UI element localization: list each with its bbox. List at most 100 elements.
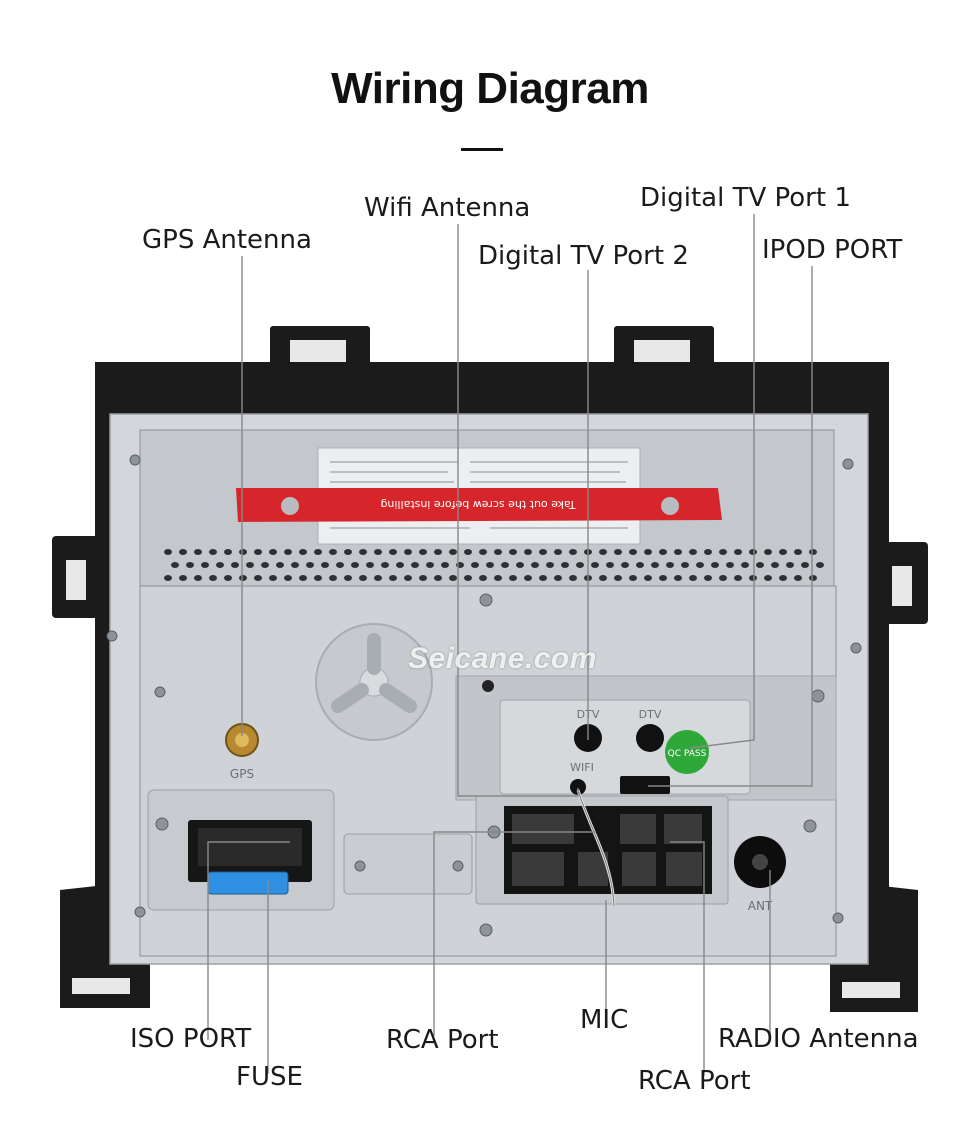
vent-hole [711, 562, 719, 568]
vent-hole [201, 562, 209, 568]
vent-hole [299, 575, 307, 581]
vent-hole [239, 549, 247, 555]
vent-hole [636, 562, 644, 568]
vent-hole [554, 575, 562, 581]
vent-hole [794, 549, 802, 555]
vent-hole [314, 549, 322, 555]
vent-hole [621, 562, 629, 568]
vent-hole [561, 562, 569, 568]
vent-hole [456, 562, 464, 568]
vent-hole [404, 575, 412, 581]
vent-hole [569, 549, 577, 555]
vent-hole [209, 575, 217, 581]
vent-hole [261, 562, 269, 568]
vent-hole [614, 575, 622, 581]
label-rca-port-left: RCA Port [386, 1025, 499, 1055]
gps-connector: GPS [225, 723, 259, 781]
label-wifi-antenna: Wifi Antenna [364, 193, 531, 223]
vent-hole [696, 562, 704, 568]
vent-hole [171, 562, 179, 568]
label-radio-antenna: RADIO Antenna [718, 1024, 919, 1054]
vent-hole [314, 575, 322, 581]
vent-hole [801, 562, 809, 568]
vent-hole [749, 549, 757, 555]
vent-hole [209, 549, 217, 555]
vent-hole [644, 575, 652, 581]
vent-hole [194, 549, 202, 555]
rca-connector-block [504, 806, 712, 894]
vent-hole [509, 575, 517, 581]
vent-hole [726, 562, 734, 568]
vent-hole [681, 562, 689, 568]
vent-hole [254, 549, 262, 555]
vent-hole [599, 549, 607, 555]
vent-hole [396, 562, 404, 568]
vent-hole [539, 575, 547, 581]
vent-hole [704, 549, 712, 555]
vent-hole [674, 575, 682, 581]
vent-hole [449, 575, 457, 581]
qc-pass-sticker: QC PASS [665, 730, 709, 774]
svg-text:ANT: ANT [748, 899, 773, 913]
vent-hole [606, 562, 614, 568]
ipod-port-socket [620, 776, 670, 794]
vent-hole [426, 562, 434, 568]
vent-hole [186, 562, 194, 568]
label-digital-tv-port-2: Digital TV Port 2 [478, 241, 689, 271]
vent-hole [539, 549, 547, 555]
vent-hole [734, 575, 742, 581]
iso-port-connector [188, 820, 312, 882]
vent-hole [816, 562, 824, 568]
vent-hole [591, 562, 599, 568]
label-mic: MIC [580, 1005, 629, 1035]
vent-hole [434, 575, 442, 581]
vent-hole [689, 575, 697, 581]
vent-hole [524, 575, 532, 581]
vent-hole [441, 562, 449, 568]
vent-hole [344, 549, 352, 555]
vent-hole [269, 549, 277, 555]
vent-hole [719, 575, 727, 581]
vent-hole [794, 575, 802, 581]
vent-hole [779, 549, 787, 555]
vent-hole [374, 575, 382, 581]
vent-hole [276, 562, 284, 568]
vent-hole [164, 549, 172, 555]
warning-sticker: Take out the screw before installing [236, 488, 722, 522]
vent-hole [366, 562, 374, 568]
vent-hole [284, 575, 292, 581]
label-digital-tv-port-1: Digital TV Port 1 [640, 183, 851, 213]
svg-text:Take out the screw before inst: Take out the screw before installing [380, 498, 576, 511]
vent-hole [651, 562, 659, 568]
vent-hole [389, 575, 397, 581]
vent-hole [509, 549, 517, 555]
title-underline [461, 148, 503, 151]
vent-hole [329, 549, 337, 555]
vent-hole [329, 575, 337, 581]
vent-hole [306, 562, 314, 568]
vent-hole [254, 575, 262, 581]
vent-hole [464, 575, 472, 581]
vent-hole [224, 575, 232, 581]
vent-hole [554, 549, 562, 555]
vent-hole [411, 562, 419, 568]
vent-hole [381, 562, 389, 568]
svg-text:GPS: GPS [230, 767, 254, 781]
vent-hole [419, 575, 427, 581]
label-gps-antenna: GPS Antenna [142, 225, 312, 255]
watermark: Seicane.com [408, 642, 597, 675]
vent-hole [179, 575, 187, 581]
svg-text:DTV: DTV [639, 708, 662, 721]
vent-hole [449, 549, 457, 555]
vent-hole [464, 549, 472, 555]
vent-hole [644, 549, 652, 555]
vent-hole [179, 549, 187, 555]
vent-hole [756, 562, 764, 568]
vent-hole [269, 575, 277, 581]
vent-hole [734, 549, 742, 555]
vent-hole [359, 575, 367, 581]
vent-hole [216, 562, 224, 568]
vent-hole [434, 549, 442, 555]
